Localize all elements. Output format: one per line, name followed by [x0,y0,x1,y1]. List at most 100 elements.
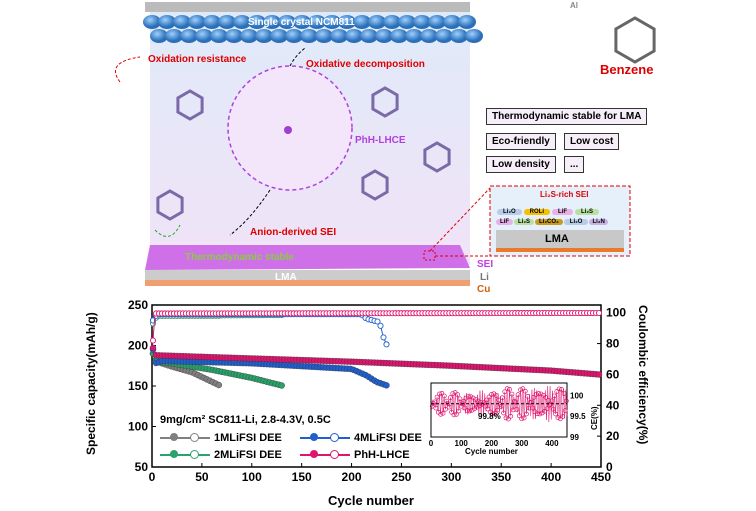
inset-x-tick-label: 200 [485,439,499,448]
y2-tick-label: 100 [606,306,626,320]
crystal-atom [300,29,318,43]
crystal-atom [203,15,221,29]
crystal-atom [443,15,461,29]
crystal-atom [375,29,393,43]
legend-marker [160,433,210,442]
ncm811-crystal [143,15,483,43]
crystal-atom [165,29,183,43]
crystal-atom [255,29,273,43]
benzene-icon [176,89,204,121]
crystal-atom [270,29,288,43]
crystal-atom [405,29,423,43]
benzene-molecules [156,16,656,221]
crystal-atom [285,29,303,43]
crystal-atom [435,29,453,43]
x-tick-label: 150 [292,470,312,484]
inset-x-tick-label: 300 [515,439,529,448]
crystal-atom [398,15,416,29]
sei-label: SEI [477,259,494,270]
legend-item: 1MLiFSI DEE [160,432,282,444]
thermo-stable-label: Thermodynamic stable [185,252,294,263]
chart-annotation: 9mg/cm² SC811-Li, 2.8-4.3V, 0.5C [160,414,331,426]
x-tick-label: 400 [541,470,561,484]
property-tag: Eco-friendly [486,133,556,150]
oxidation-arrow [115,56,141,83]
crystal-atom [390,29,408,43]
inset-mean-label: 99.8% [478,412,501,421]
lma-label: LMA [275,272,297,283]
y2-tick-label: 40 [606,398,620,412]
property-tag: ... [564,156,585,173]
legend-label: PhH-LHCE [354,449,410,461]
x-tick-label: 350 [491,470,511,484]
al-current-collector [145,2,470,12]
y2-tick-label: 20 [606,429,620,443]
capacity-point [215,381,223,389]
crystal-atom [420,29,438,43]
crystal-atom [308,15,326,29]
crystal-atom [150,29,168,43]
x-tick-label: 250 [391,470,411,484]
crystal-atom [210,29,228,43]
ce-point [149,337,157,344]
x-axis-label: Cycle number [328,493,414,508]
inset-y-label: CE(%) [590,406,599,430]
y-axis-label: Specific capacity(mAh/g) [84,312,98,455]
sei-component: Li₂O [497,209,522,215]
solvation-label: PhH-LHCE [355,135,406,146]
ce-line [152,313,389,347]
crystal-atom [450,29,468,43]
schematic [115,2,656,286]
capacity-point [383,382,390,389]
ce-point [383,341,390,348]
crystal-atom [428,15,446,29]
benzene-title: Benzene [600,62,654,77]
sei-layer [145,245,470,270]
x-tick-label: 50 [195,470,209,484]
crystal-atom [158,15,176,29]
x-tick-label: 450 [591,470,611,484]
crystal-atom [240,29,258,43]
cathode-label: Single crystal NCM811 [248,17,355,28]
legend-item: PhH-LHCE [300,449,410,461]
y2-tick-label: 80 [606,337,620,351]
capacity-point [149,344,157,352]
series-4mlifsi-dee [149,311,390,389]
legend-item: 2MLiFSI DEE [160,449,282,461]
inset-title: Li₂S-rich SEI [540,190,589,199]
li-ion [284,126,292,134]
inset-lma-block [496,230,624,248]
cu-layer [145,280,470,286]
crystal-atom [338,15,356,29]
sei-component: ROLi [523,209,551,215]
al-label: Al [570,1,578,10]
benzene-icon [156,189,184,221]
ce-point [595,309,603,317]
property-tag: Low density [486,156,556,173]
property-tag: Thermodynamic stable for LMA [486,108,648,125]
legend-marker [300,433,350,442]
y-tick-label: 50 [135,460,149,474]
crystal-atom [218,15,236,29]
series-2mlifsi-dee [149,311,285,389]
stable-arrow [154,224,181,237]
inset-x-tick-label: 400 [545,439,559,448]
legend-item: 4MLiFSI DEE [300,432,422,444]
ce-point [380,334,387,341]
inset-y-tick-label: 100 [570,391,584,400]
x-tick-label: 200 [342,470,362,484]
li-label: Li [480,272,489,283]
crystal-atom [180,29,198,43]
benzene-icon [361,169,389,201]
inset-y-tick-label: 99.5 [570,412,586,421]
crystal-atom [248,15,266,29]
x-tick-label: 0 [149,470,156,484]
benzene-icon [371,86,399,118]
legend-label: 4MLiFSI DEE [354,432,422,444]
crystal-atom [353,15,371,29]
zoom-marker [423,250,436,261]
crystal-atom [188,15,206,29]
crystal-atom [293,15,311,29]
inset-x-tick-label: 0 [429,439,434,448]
